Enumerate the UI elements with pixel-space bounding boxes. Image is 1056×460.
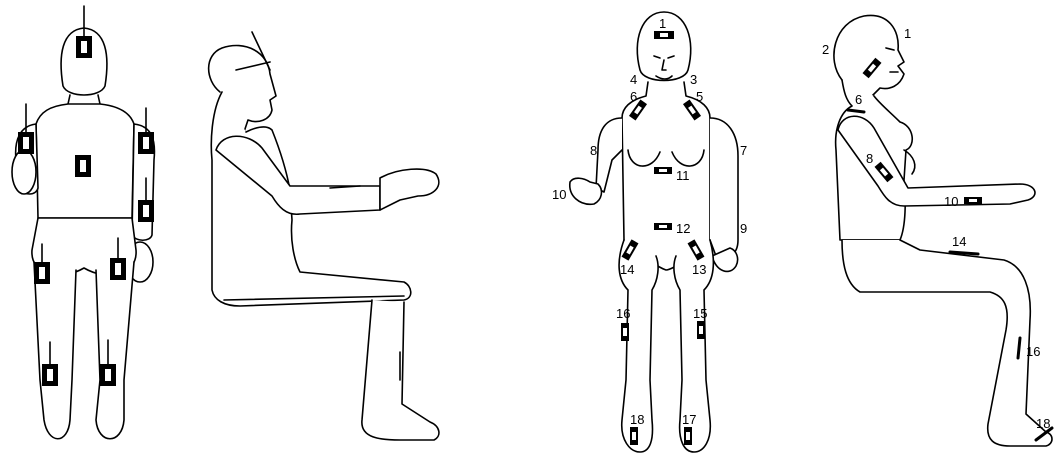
fig1-sensor-l-shoulder <box>18 132 34 154</box>
fig1-sensor-l-thigh <box>34 262 50 284</box>
fig3-label-3: 3 <box>690 72 697 87</box>
figure-seated-side-numbered: 1 2 6 8 10 14 16 18 <box>822 15 1052 446</box>
fig4-label-6: 6 <box>855 92 862 107</box>
fig3-label-9: 9 <box>740 221 747 236</box>
fig1-right-leg <box>96 262 134 439</box>
fig1-sensor-r-shoulder <box>138 132 154 154</box>
fig3-sensor-16 <box>621 323 629 341</box>
fig1-sensor-r-thigh <box>110 258 126 280</box>
fig3-label-12: 12 <box>676 221 690 236</box>
fig3-label-1: 1 <box>659 16 666 31</box>
fig1-sensor-head <box>76 36 92 58</box>
fig1-left-leg <box>34 262 76 439</box>
fig4-label-1: 1 <box>904 26 911 41</box>
fig4-label-8: 8 <box>866 151 873 166</box>
fig3-sensor-1 <box>654 31 674 39</box>
fig4-label-16: 16 <box>1026 344 1040 359</box>
fig3-label-15: 15 <box>693 306 707 321</box>
fig2-hand <box>380 169 439 210</box>
fig4-label-2: 2 <box>822 42 829 57</box>
fig4-sensor-6 <box>848 110 864 112</box>
fig3-sensor-18 <box>630 427 638 445</box>
fig3-label-8: 8 <box>590 143 597 158</box>
fig1-left-hand <box>12 150 36 194</box>
fig4-label-14: 14 <box>952 234 966 249</box>
fig4-label-10: 10 <box>944 194 958 209</box>
fig3-label-5: 5 <box>696 89 703 104</box>
fig4-sensor-16 <box>1018 338 1020 358</box>
fig4-label-18: 18 <box>1036 416 1050 431</box>
figure-front-numbered-sensors: 1 4 3 6 5 8 7 10 11 12 9 14 13 16 15 18 … <box>552 12 747 452</box>
fig3-label-11: 11 <box>676 168 690 183</box>
fig3-right-arm <box>710 118 738 256</box>
fig3-label-10: 10 <box>552 187 566 202</box>
fig3-sensor-11 <box>654 167 672 174</box>
fig3-sensor-17 <box>684 427 692 445</box>
fig3-sensor-12 <box>654 223 672 230</box>
fig1-sensor-r-upperarm <box>138 200 154 222</box>
fig1-neck <box>68 95 100 104</box>
fig4-sensor-10 <box>964 197 982 204</box>
fig3-label-7: 7 <box>740 143 747 158</box>
fig3-label-18: 18 <box>630 412 644 427</box>
fig3-label-4: 4 <box>630 72 637 87</box>
figure-seated-side-plain <box>209 32 439 440</box>
fig3-label-6: 6 <box>630 89 637 104</box>
fig3-label-14: 14 <box>620 262 634 277</box>
fig1-sensor-l-shin <box>42 364 58 386</box>
fig3-label-13: 13 <box>692 262 706 277</box>
fig3-label-17: 17 <box>682 412 696 427</box>
fig1-sensor-chest <box>75 155 91 177</box>
fig3-sensor-15 <box>697 321 705 339</box>
fig1-sensor-r-shin <box>100 364 116 386</box>
fig3-left-arm <box>596 118 622 192</box>
figure-front-large-sensors <box>12 6 154 439</box>
fig4-sensor-14 <box>950 252 978 254</box>
fig3-label-16: 16 <box>616 306 630 321</box>
